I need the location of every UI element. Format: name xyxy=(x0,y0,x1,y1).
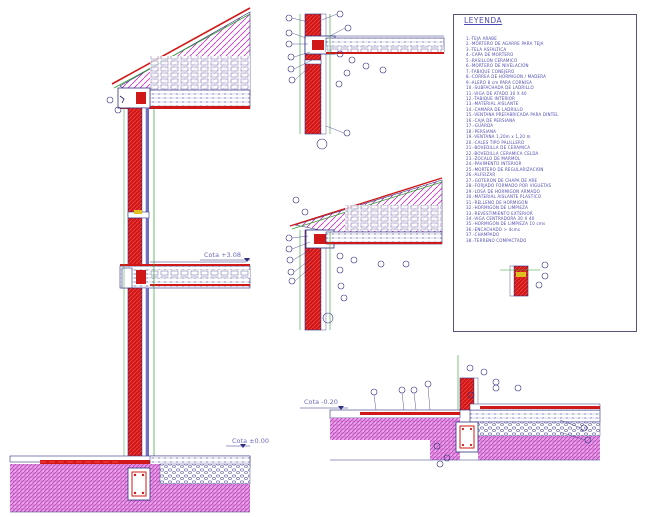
legend-item: 33.-REVESTIMIENTO EXTERIOR xyxy=(466,210,533,216)
legend-item: 12.-TABIQUE INTERIOR xyxy=(466,95,516,101)
foundation-detail xyxy=(300,355,601,468)
main-wall-section xyxy=(9,7,251,513)
legend-item: 15.-VENTANA PREFABRICADA PARA DINTEL xyxy=(466,112,559,118)
legend-item: 26.-ALFEIZAR xyxy=(466,172,496,178)
legend-item: 25.-MORTERO DE REGULARIZACION xyxy=(466,166,544,172)
legend-item: 29.-LOSA DE HORMIGON ARMADO xyxy=(466,188,540,194)
legend-item: 3.-TELA ASFALTICA xyxy=(466,46,507,52)
legend-item: 22.-BOVEDILLA CERAMICA CELDA xyxy=(466,150,539,156)
legend-item: 9.-ALERO 8 cm PARA CORNISA xyxy=(466,79,533,85)
legend-title: LEYENDA xyxy=(464,16,503,25)
legend-item: 35.-HORMIGON DE LIMPIEZA 10 cms xyxy=(466,221,546,227)
legend-item: 5.-RASILLON CERAMICO xyxy=(466,57,518,63)
legend-item: 8.-CORREA DE HORMIGON / MADERA xyxy=(466,74,547,80)
legend-item: 27.-GOTERON DE CHAPA DE ARE xyxy=(466,177,538,183)
legend-item: 37.-CHAMPADO xyxy=(466,232,500,238)
legend-item: 1.-TEJA ARABE xyxy=(466,36,497,41)
legend-item: 24.-PAVIMENTO INTERIOR xyxy=(466,161,522,167)
sill-detail-small xyxy=(500,261,549,297)
legend-item: 2.-MORTERO DE AGARRE PARA TEJA xyxy=(466,41,544,47)
legend-item: 20.-CALES TIPO PALILLERO xyxy=(466,139,525,145)
legend-item: 38.-TERRENO COMPACTADO xyxy=(466,237,527,243)
legend-item: 6.-MORTERO DE NIVELACION xyxy=(466,63,529,69)
main-section-callouts xyxy=(106,96,122,114)
legend-item: 34.-VIGA CENTRADORA 30 X 40 xyxy=(466,215,535,221)
eave-detail-top xyxy=(285,10,445,150)
level-label-upper: Cota +3.08 xyxy=(204,251,242,259)
legend-item: 36.-ENCACHADO > 4cms xyxy=(466,226,521,232)
legend-item: 31.-RELLENO DE HORMIGON xyxy=(466,199,528,205)
level-label-lower: Cota -0.20 xyxy=(304,398,338,406)
legend-item: 16.-CAJA DE PERSIANA xyxy=(466,117,516,123)
legend-item: 17.-GUARDA xyxy=(466,123,494,129)
legend-item: 13.-MATERIAL AISLANTE xyxy=(466,101,519,107)
roof-detail-middle xyxy=(285,177,443,331)
legend-item: 28.-FORJADO FORMADO POR VIGUETAS xyxy=(466,183,552,189)
legend-item: 10.-SUBFACHADA DE LADRILLO xyxy=(466,85,534,91)
legend-item: 21.-BOVEDILLA DE CERAMICA xyxy=(466,145,531,151)
legend-item: 14.-CAMARA DE LADRILLO xyxy=(466,106,523,112)
legend-item: 32.-HORMIGON DE LIMPIEZA xyxy=(466,205,529,211)
level-label-ground: Cota ±0.00 xyxy=(232,437,270,445)
legend-item: 18.-PERSIANA xyxy=(466,128,497,134)
legend-item: 11.-VIGA DE ATADO 30 X 40 xyxy=(466,90,527,96)
legend-item: 4.-CAPA DE MORTERO xyxy=(466,52,514,58)
legend-item: 23.-ZOCALO DE MARMOL xyxy=(466,155,521,161)
legend-item: 7.-TABIQUE CONEJERO xyxy=(466,68,515,74)
legend-item: 19.-VENTANA 1,20m x 1,20 m xyxy=(466,134,531,140)
legend-item: 30.-MATERIAL AISLANTE PLASTICO xyxy=(466,194,542,200)
